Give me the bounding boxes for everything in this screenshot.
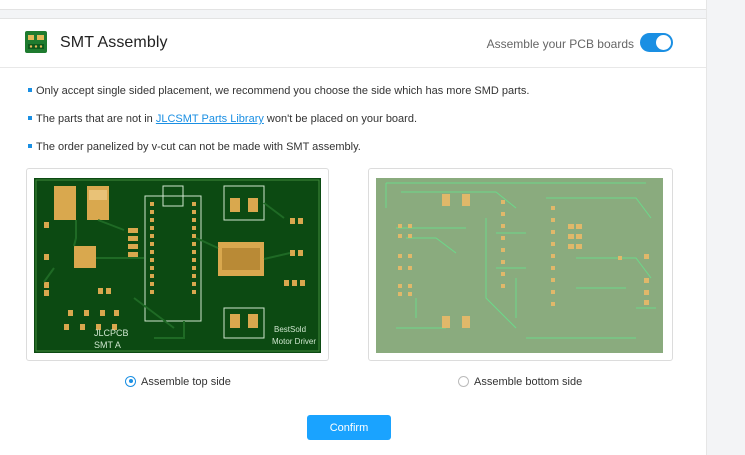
card-title: SMT Assembly xyxy=(60,34,168,51)
assemble-toggle[interactable] xyxy=(640,33,673,52)
bullet-icon xyxy=(28,144,32,149)
top-side-label: Assemble top side xyxy=(141,376,231,388)
silk-label-brand: BestSold xyxy=(274,325,306,334)
toggle-knob xyxy=(656,35,671,50)
card-header: SMT Assembly Assemble your PCB boards xyxy=(0,19,706,68)
confirm-button[interactable]: Confirm xyxy=(307,415,391,440)
assemble-top-option[interactable]: Assemble top side xyxy=(125,375,231,388)
smt-assembly-card: SMT Assembly Assemble your PCB boards On… xyxy=(0,18,706,455)
silk-label-jlcpcb: JLCPCB xyxy=(94,328,129,338)
bullet-icon xyxy=(28,88,32,93)
assemble-toggle-label: Assemble your PCB boards xyxy=(486,37,634,51)
previous-card xyxy=(0,0,706,10)
parts-library-link[interactable]: JLCSMT Parts Library xyxy=(155,113,264,125)
bottom-side-pcb-image xyxy=(376,178,663,353)
silk-label-smt: SMT A xyxy=(94,340,121,350)
right-panel xyxy=(706,0,745,455)
assemble-bottom-option[interactable]: Assemble bottom side xyxy=(458,375,583,388)
bottom-side-preview[interactable] xyxy=(368,168,673,361)
bottom-side-radio[interactable] xyxy=(458,375,469,387)
top-side-pcb-image: JLCPCB SMT A BestSold Motor Driver xyxy=(34,178,321,353)
bullet-icon xyxy=(28,116,32,121)
note-parts-library: The parts that are not in JLCSMT Parts L… xyxy=(28,113,417,125)
top-side-preview[interactable]: JLCPCB SMT A BestSold Motor Driver xyxy=(26,168,329,361)
silk-label-product: Motor Driver xyxy=(272,337,316,346)
bottom-side-label: Assemble bottom side xyxy=(474,376,583,388)
top-side-radio[interactable] xyxy=(125,375,136,387)
pcb-board-icon xyxy=(25,31,47,53)
note-vcut: The order panelized by v-cut can not be … xyxy=(28,141,361,153)
note-single-side: Only accept single sided placement, we r… xyxy=(28,85,529,97)
